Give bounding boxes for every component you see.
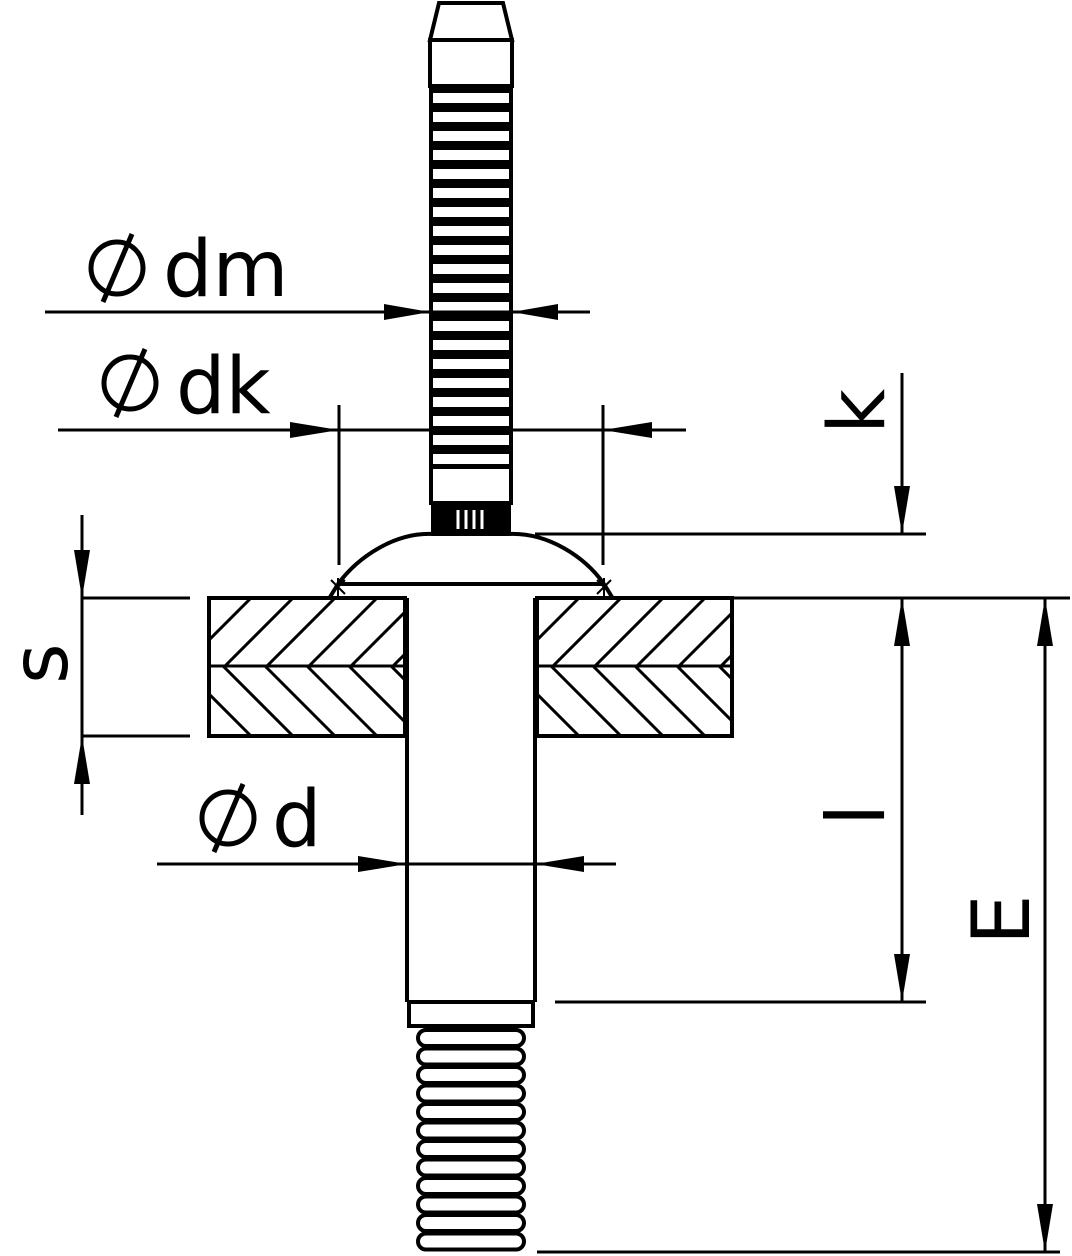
- dm-label: dm: [163, 225, 289, 315]
- workpiece-plates: [207, 596, 734, 738]
- dimension-s: s: [0, 515, 90, 815]
- e-label: E: [955, 894, 1048, 945]
- diameter-icon: [199, 783, 257, 853]
- dimension-d: d: [157, 775, 616, 872]
- head-edge-marker-right: [596, 578, 612, 596]
- mandrel-break-neck: [431, 503, 511, 534]
- s-label: s: [0, 643, 86, 684]
- dimension-dm: dm: [45, 225, 590, 320]
- dimension-k: k: [813, 373, 910, 646]
- tail-grooves: [416, 1028, 526, 1252]
- k-label: k: [813, 389, 903, 434]
- l-label: l: [810, 804, 903, 826]
- diameter-icon: [101, 348, 159, 418]
- d-label: d: [272, 775, 322, 865]
- rivet-sleeve: [405, 598, 537, 1252]
- dimension-e: E: [955, 598, 1053, 1252]
- dimension-l: l: [810, 598, 910, 1002]
- dimension-dk: dk: [58, 342, 686, 438]
- head-edge-marker-left: [330, 578, 346, 596]
- dk-label: dk: [176, 342, 271, 432]
- rivet-head: [328, 531, 614, 599]
- mandrel: [427, 0, 515, 534]
- extension-lines: [82, 405, 1070, 1254]
- diameter-icon: [88, 233, 146, 303]
- mandrel-grooves: [429, 84, 513, 468]
